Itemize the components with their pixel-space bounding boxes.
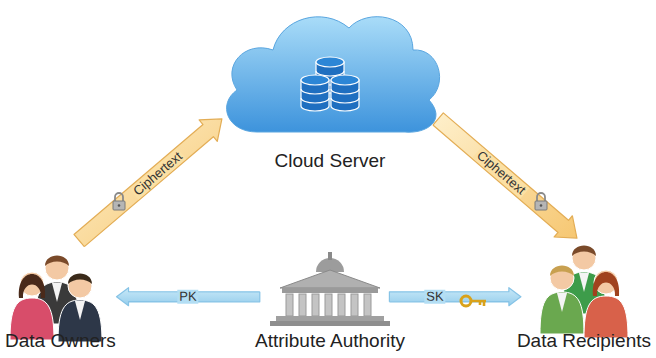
attribute-authority-node: Attribute Authority [240,250,420,354]
flow-arrow [74,119,222,247]
lock-icon [535,193,547,210]
node-label: Attribute Authority [240,330,420,352]
people-icon [540,246,628,339]
data-owners-node: Data Owners [2,232,119,354]
people-icon [10,256,102,343]
cloud-illustration [215,2,445,174]
edge-label: PK [177,290,198,304]
data-recipients-node: Data Recipients [514,232,654,354]
node-label: Data Recipients [514,330,654,352]
flow-arrow [389,288,520,306]
database-icon [301,57,359,111]
node-label: Cloud Server [215,150,445,172]
flow-arrow [117,288,260,306]
flow-arrow [433,113,577,238]
cloud-server-node: Cloud Server [215,2,445,174]
edge-label: SK [425,290,446,304]
edge-label: Ciphertext [129,148,186,200]
key-icon [461,296,486,306]
lock-icon [113,193,125,210]
cloud-shape [227,17,440,133]
node-label: Data Owners [2,330,119,352]
building-icon [270,252,390,326]
edge-label: Ciphertext [472,147,529,199]
